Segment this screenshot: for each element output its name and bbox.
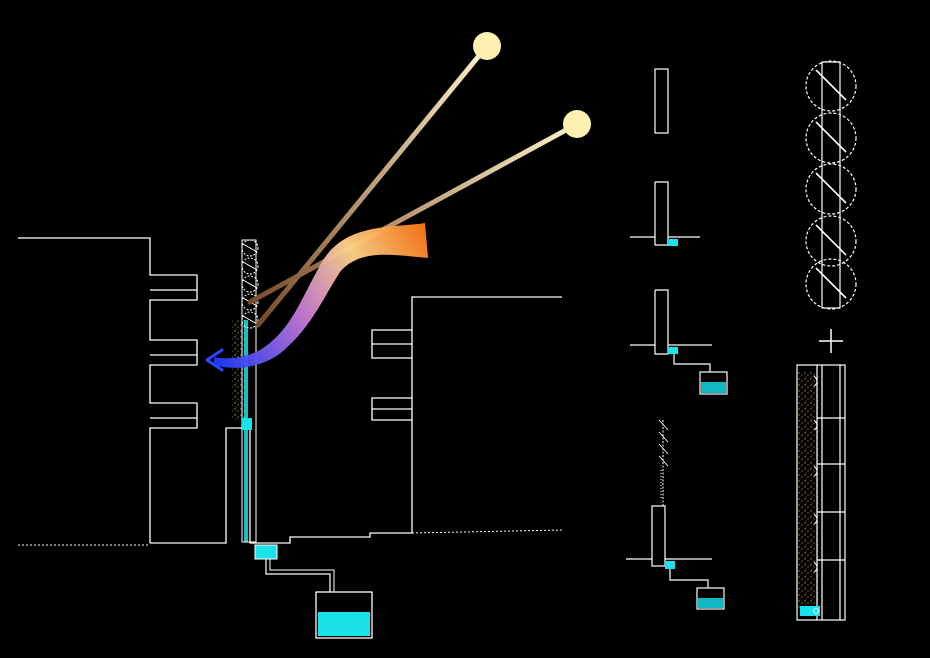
ground-line-right xyxy=(411,529,563,534)
left-building-outline xyxy=(18,237,198,543)
step-3 xyxy=(630,289,728,395)
airflow-arrowhead xyxy=(205,348,224,372)
sun-ray-high xyxy=(255,43,490,328)
drain-system xyxy=(254,544,373,639)
plus-icon xyxy=(819,329,843,353)
drain-pipe-inner xyxy=(269,559,335,592)
drain-pipe xyxy=(265,559,331,592)
step-4 xyxy=(626,419,725,610)
sun-ray-low xyxy=(247,121,580,305)
louver-frame xyxy=(821,61,841,309)
louver-rotation-circles xyxy=(805,60,857,310)
planter-drain xyxy=(813,608,819,614)
water-pipe xyxy=(244,320,248,542)
step-sequence xyxy=(626,68,728,610)
collector-basin xyxy=(254,544,278,560)
sun-icon xyxy=(563,110,591,138)
shading-louvers xyxy=(241,239,259,329)
planter-shelves xyxy=(817,417,845,561)
planter-detail xyxy=(796,364,846,621)
planter-water-tray xyxy=(800,606,820,616)
sun-rays xyxy=(247,32,591,328)
planter-hooks xyxy=(813,375,818,573)
step-1-panel xyxy=(654,68,669,134)
curved-arrow-icon xyxy=(205,223,428,372)
planter-moss xyxy=(797,372,819,612)
base-tank-small xyxy=(242,418,252,430)
green-wall-column xyxy=(232,239,259,543)
moss-layer xyxy=(232,320,246,420)
airflow-ribbon xyxy=(214,223,428,368)
street-level xyxy=(150,296,562,544)
sun-icon xyxy=(473,32,501,60)
louver-detail xyxy=(805,60,857,310)
main-section xyxy=(18,237,563,546)
planter-frame xyxy=(796,364,846,621)
step-2 xyxy=(630,181,700,246)
louver-blades xyxy=(815,69,847,299)
storage-tank-water xyxy=(318,612,370,636)
storage-tank xyxy=(315,591,373,639)
